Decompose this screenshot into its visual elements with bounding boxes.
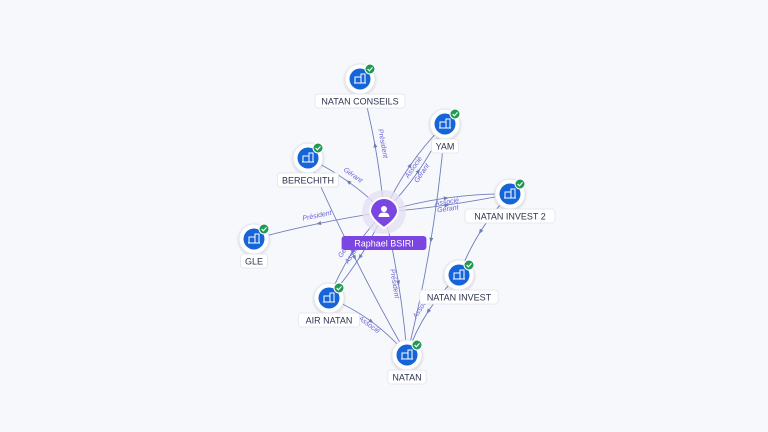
node-label-bg (464, 208, 556, 224)
node-label: NATAN (392, 373, 421, 383)
edge-arrow-icon (368, 318, 374, 324)
node-label: YAM (436, 142, 455, 152)
building-icon (504, 188, 516, 199)
node-label-bg (431, 138, 459, 154)
node-label-bg (276, 172, 340, 188)
node-label: NATAN CONSEILS (321, 97, 398, 107)
edge-arrow-icon (444, 203, 450, 208)
building-icon (323, 292, 335, 303)
check-icon (514, 178, 526, 190)
building-icon (302, 152, 314, 163)
edge-label: Gérant (342, 167, 364, 186)
node-label: NATAN INVEST 2 (474, 212, 546, 222)
nodes-layer: NATAN CONSEILS YAM BERECHITH NATAN INVEST 2… (238, 63, 556, 385)
company-node-natan-invest[interactable]: NATAN INVEST (419, 259, 499, 305)
building-icon (248, 233, 260, 244)
node-label-bg (297, 312, 361, 328)
node-label-bg (314, 93, 406, 109)
edge-label: Président (302, 210, 333, 223)
edge-arrow-icon (443, 196, 449, 201)
check-icon (449, 108, 461, 120)
person-label: Raphael BSIRI (354, 239, 414, 249)
company-node-natan-conseils[interactable]: NATAN CONSEILS (314, 63, 406, 109)
node-label-bg (240, 253, 268, 269)
node-label: NATAN INVEST (427, 293, 492, 303)
edge-arrow-icon (396, 280, 401, 286)
person-label-bg (341, 236, 427, 250)
company-node-yam[interactable]: YAM (429, 108, 461, 154)
edge-arrow-icon (407, 163, 412, 169)
edge-label: Gérant (437, 204, 460, 214)
company-node-natan[interactable]: NATAN (387, 339, 427, 385)
company-node-natan-invest-2[interactable]: NATAN INVEST 2 (464, 178, 556, 224)
edge-arrow-icon (426, 308, 432, 314)
check-icon (364, 63, 376, 75)
person-node[interactable]: Raphael BSIRI (341, 190, 427, 250)
company-node-air-natan[interactable]: AIR NATAN (297, 282, 361, 328)
building-icon (354, 73, 366, 84)
building-icon (453, 269, 465, 280)
node-label: BERECHITH (282, 176, 334, 186)
edge-label: Président (376, 128, 388, 159)
edge-label: Associé (433, 197, 459, 208)
node-label-bg (387, 369, 427, 385)
edge-arrow-icon (429, 237, 434, 243)
check-icon (312, 142, 324, 154)
edge-arrow-icon (351, 254, 356, 261)
edge-arrow-icon (358, 253, 363, 260)
edge-arrow-icon (346, 180, 352, 185)
check-icon (258, 223, 270, 235)
check-icon (411, 339, 423, 351)
edge-label: Président (388, 269, 400, 300)
check-icon (463, 259, 475, 271)
edge-arrow-icon (373, 142, 378, 148)
check-icon (333, 282, 345, 294)
node-label: AIR NATAN (306, 316, 353, 326)
building-icon (401, 349, 413, 360)
building-icon (439, 118, 451, 129)
edge-arrow-icon (415, 168, 421, 175)
person-icon (378, 206, 390, 217)
company-node-gle[interactable]: GLE (238, 223, 270, 269)
node-label-bg (419, 289, 499, 305)
node-label: GLE (245, 257, 263, 267)
company-node-berechith[interactable]: BERECHITH (276, 142, 340, 188)
edge-arrow-icon (478, 228, 484, 234)
edge-arrow-icon (316, 221, 322, 225)
